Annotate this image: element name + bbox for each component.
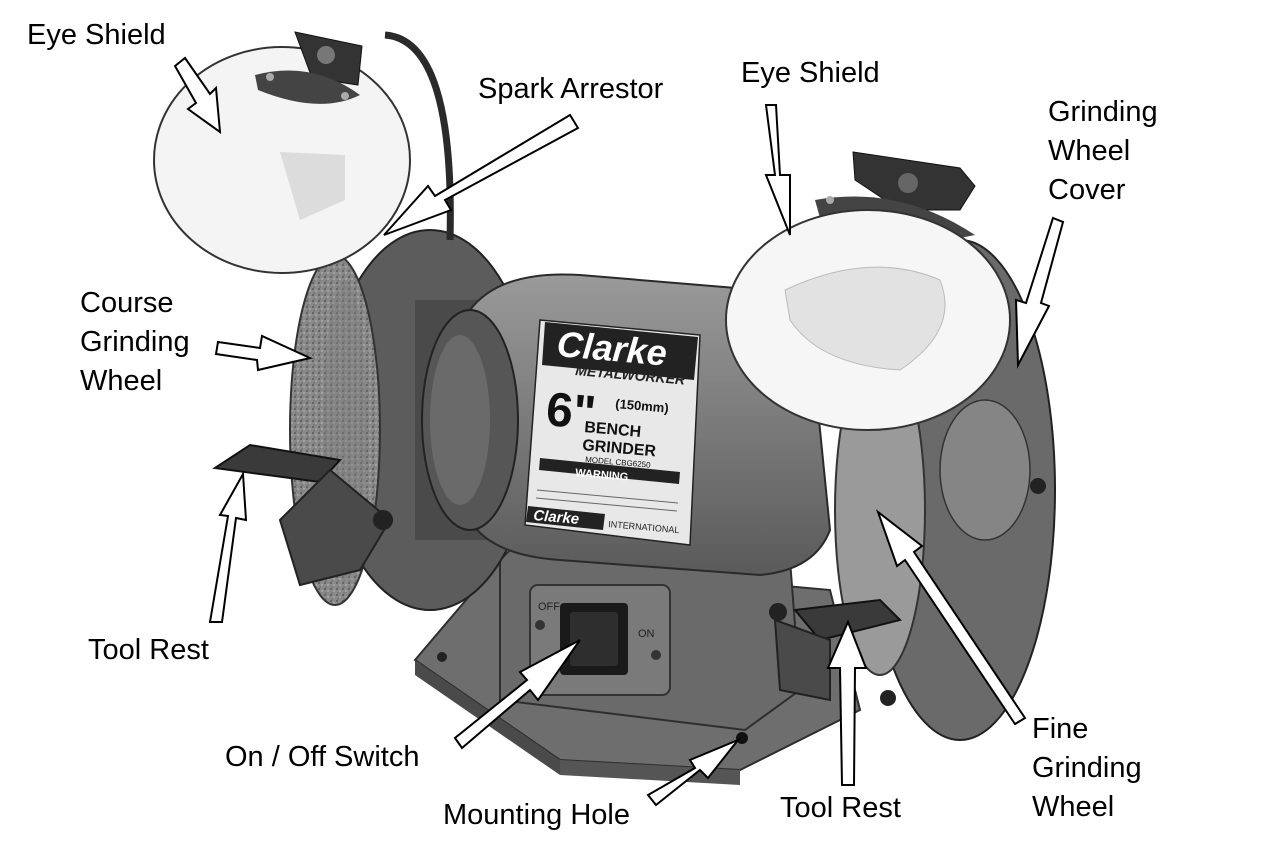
label-fine-wheel-line-2: Grinding [1032,752,1142,784]
arrow-spark-arrestor [383,113,580,236]
label-wheel-cover-line-3: Cover [1048,174,1126,206]
label-mounting-hole: Mounting Hole [443,799,630,831]
arrow-tool-rest-left [208,470,248,623]
label-course-grinding-wheel: Course Grinding Wheel [80,284,190,401]
label-wheel-cover-line-1: Grinding [1048,96,1158,128]
label-footer-brand: Clarke [533,507,580,528]
arrow-eye-shield-right [764,104,791,236]
label-course-wheel-line-3: Wheel [80,365,163,397]
label-fine-grinding-wheel: Fine Grinding Wheel [1032,710,1142,827]
label-fine-wheel-line-3: Wheel [1032,791,1115,823]
label-fine-wheel-line-1: Fine [1032,713,1089,745]
mounting-hole [736,732,748,744]
arrow-course-wheel [214,334,314,372]
arrow-tool-rest-right [826,619,868,786]
tool-rest-left [212,443,393,587]
label-grinding-wheel-cover: Grinding Wheel Cover [1048,93,1158,210]
tool-rest-right [769,598,902,702]
label-wheel-cover-line-2: Wheel [1048,135,1131,167]
mounting-hole-left [437,652,447,662]
label-on-off-switch: On / Off Switch [225,741,420,773]
switch-housing: OFF ON [499,538,802,732]
arrow-eye-shield-left [173,56,222,135]
label-brand: Clarke [555,323,668,373]
label-spark-arrestor: Spark Arrestor [478,73,664,105]
label-course-wheel-line-2: Grinding [80,326,190,358]
arrow-on-off-switch [453,639,581,750]
label-size-mm: (150mm) [615,396,670,416]
label-size: 6" [544,383,598,440]
switch-on-label: ON [638,628,655,640]
label-tool-rest-left: Tool Rest [88,634,209,666]
label-eye-shield-right: Eye Shield [741,57,880,89]
label-name-2: GRINDER [582,437,657,460]
arrow-fine-wheel [875,509,1027,726]
label-eye-shield-left: Eye Shield [27,19,166,51]
switch-off-label: OFF [538,601,560,613]
label-warning: WARNING [575,467,629,484]
label-course-wheel-line-1: Course [80,287,174,319]
arrow-wheel-cover [1014,216,1065,369]
arrow-mounting-hole [646,737,742,807]
annotation-arrows [173,56,1065,807]
label-name-1: BENCH [584,419,642,441]
eye-shield-right [725,151,1011,431]
label-tool-rest-right: Tool Rest [780,792,901,824]
product-label: Clarke METALWORKER 6" (150mm) BENCH GRIN… [524,319,701,546]
